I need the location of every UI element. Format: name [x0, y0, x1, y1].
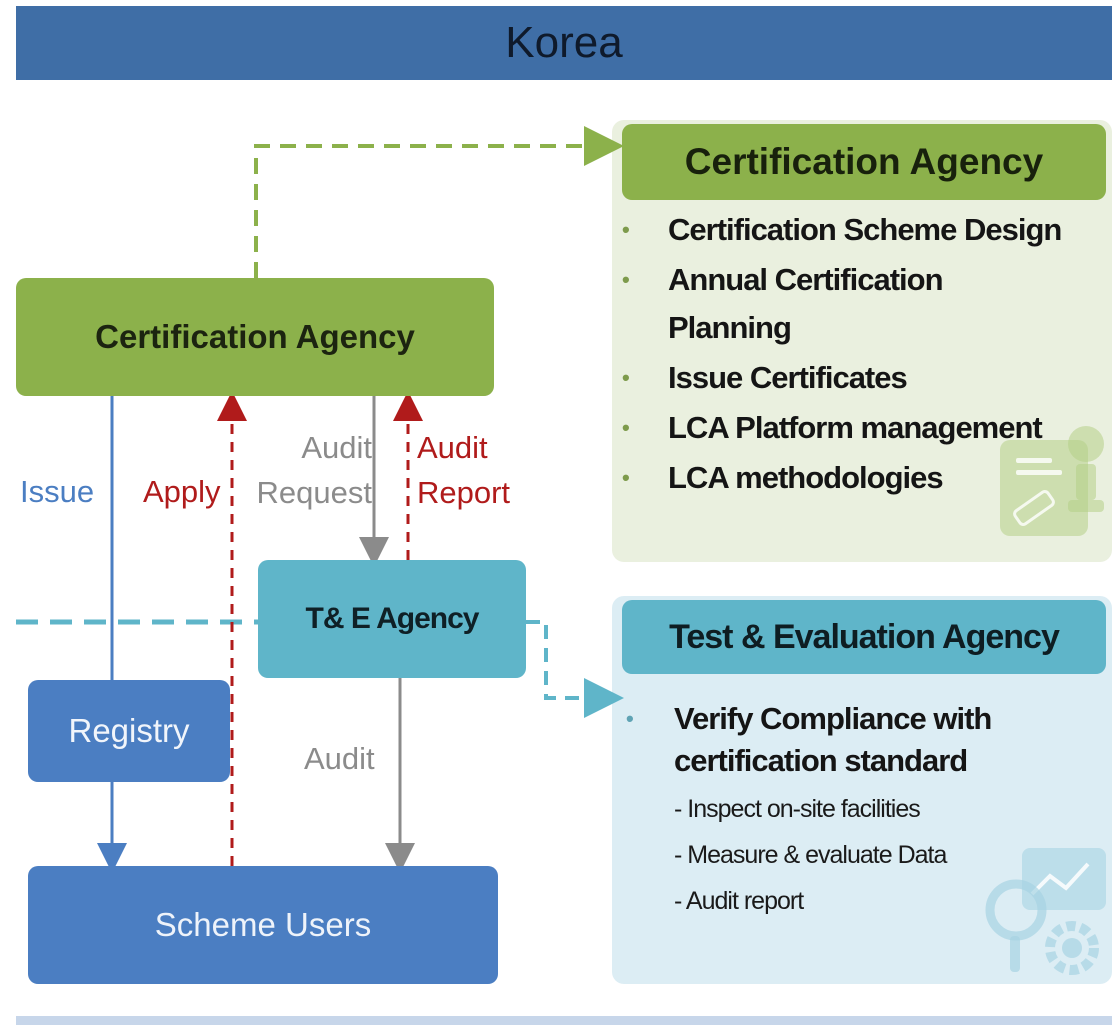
list-item: LCA methodologies [622, 454, 1102, 502]
certification-agency-node: Certification Agency [16, 278, 494, 396]
audit-report-label: Audit Report [417, 426, 510, 516]
list-item: Measure & evaluate Data [674, 832, 1102, 878]
list-item: Annual Certification Planning [622, 256, 1008, 352]
audit-request-label: Audit Request [236, 426, 372, 516]
test-evaluation-duties-list: Verify Compliance with certification sta… [622, 698, 1102, 924]
list-item: Certification Scheme Design [622, 206, 1102, 254]
te-agency-node: T& E Agency [258, 560, 526, 678]
test-evaluation-panel-title: Test & Evaluation Agency [622, 600, 1106, 674]
teal-dashed-connector [526, 620, 624, 718]
footer-bar [16, 1016, 1112, 1025]
green-dashed-connector [254, 126, 624, 278]
audit-label: Audit [304, 741, 375, 776]
apply-label: Apply [143, 474, 221, 509]
list-item: LCA Platform management [622, 404, 1102, 452]
sub-duties-list: Inspect on-site facilities Measure & eva… [674, 786, 1102, 924]
certification-panel-title: Certification Agency [622, 124, 1106, 200]
page-title: Korea [16, 6, 1112, 80]
list-item: Verify Compliance with certification sta… [622, 698, 1102, 924]
list-item: Inspect on-site facilities [674, 786, 1102, 832]
list-item: Audit report [674, 878, 1102, 924]
certification-duties-list: Certification Scheme Design Annual Certi… [622, 206, 1102, 504]
audit-request-line2: Request [256, 474, 372, 510]
audit-report-line1: Audit [417, 430, 488, 465]
issue-label: Issue [20, 474, 95, 509]
main-duty-text: Verify Compliance with certification sta… [674, 701, 992, 778]
list-item: Issue Certificates [622, 354, 1102, 402]
audit-report-line2: Report [417, 474, 511, 510]
scheme-users-node: Scheme Users [28, 866, 498, 984]
audit-request-line1: Audit [301, 430, 372, 465]
registry-node: Registry [28, 680, 230, 782]
